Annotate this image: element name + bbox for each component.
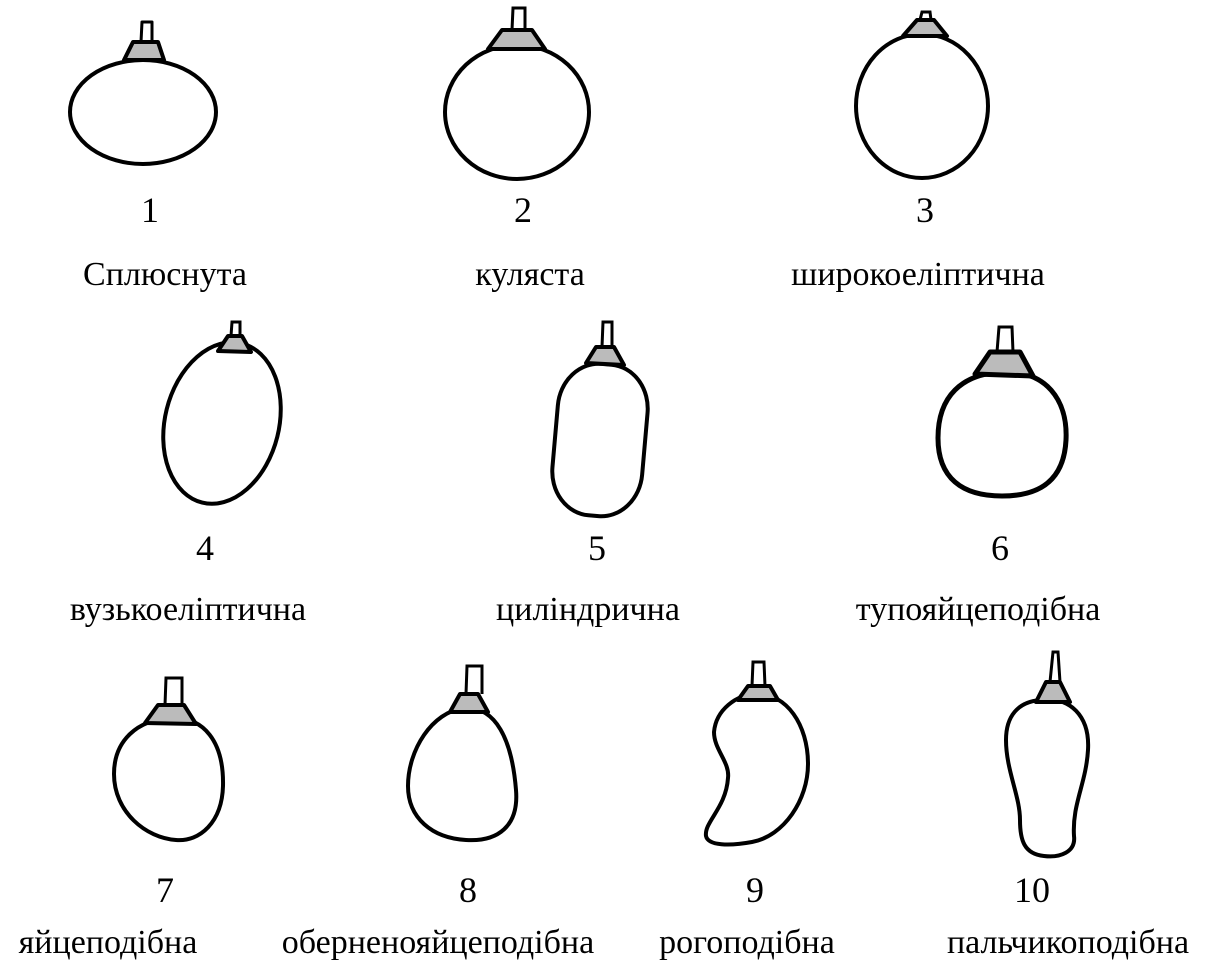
shape-label-9: рогоподібна	[659, 926, 835, 960]
shape-label-1: Сплюснута	[83, 258, 247, 292]
berry-shape-broad-elliptic	[840, 0, 1020, 190]
shape-number-3: 3	[916, 192, 934, 228]
berry-shape-oblate	[55, 0, 235, 180]
shape-number-4: 4	[196, 530, 214, 566]
berry-shape-obovoid	[400, 655, 540, 845]
shape-label-10: пальчикоподібна	[947, 926, 1189, 960]
shape-number-7: 7	[156, 872, 174, 908]
shape-label-5: циліндрична	[496, 593, 680, 627]
berry-shape-cylindrical	[540, 315, 660, 525]
shape-label-2: куляста	[475, 258, 585, 292]
shape-label-7: яйцеподібна	[19, 926, 198, 960]
shape-number-5: 5	[588, 530, 606, 566]
shape-number-10: 10	[1014, 872, 1050, 908]
shape-label-8: оберненояйцеподібна	[282, 926, 594, 960]
shape-number-2: 2	[514, 192, 532, 228]
berry-shape-narrow-elliptic	[155, 315, 295, 515]
shape-number-8: 8	[459, 872, 477, 908]
berry-shape-horn	[690, 655, 830, 855]
berry-shape-ovoid	[100, 670, 240, 850]
shape-label-3: широкоеліптична	[791, 258, 1045, 292]
berry-shape-finger	[990, 645, 1100, 865]
shape-number-9: 9	[746, 872, 764, 908]
shape-number-6: 6	[991, 530, 1009, 566]
berry-shape-round	[430, 0, 620, 190]
shape-label-4: вузькоеліптична	[70, 593, 306, 627]
shape-number-1: 1	[141, 192, 159, 228]
shape-label-6: тупояйцеподібна	[856, 593, 1101, 627]
berry-shape-blunt-ovoid	[925, 315, 1085, 505]
